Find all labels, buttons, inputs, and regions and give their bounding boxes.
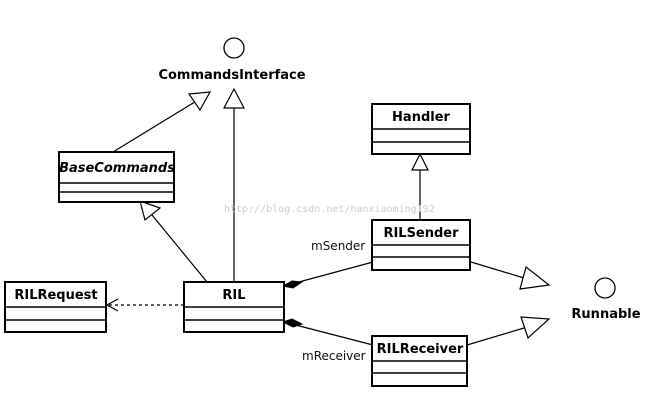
- runnable-circle-icon: [594, 277, 616, 299]
- rilsender-class: RILSender: [371, 219, 471, 271]
- rilreceiver-name: RILReceiver: [377, 342, 464, 357]
- rilrequest-name: RILRequest: [14, 288, 97, 303]
- basecommands-commandsinterface-line: [112, 99, 199, 153]
- sender-composition-diamond: [281, 280, 304, 289]
- basecommands-class: BaseCommands: [58, 151, 175, 203]
- commandsinterface-circle-icon: [223, 37, 245, 59]
- rilsender-realization-arrowhead: [519, 265, 551, 290]
- handler-name: Handler: [392, 110, 450, 125]
- ril-inheritance-arrowhead: [139, 200, 162, 222]
- rilsender-runnable-line: [470, 261, 525, 279]
- runnable-label: Runnable: [571, 307, 640, 322]
- ril-rilreceiver-composition-line: [283, 321, 374, 346]
- runnable-interface: Runnable: [571, 277, 641, 322]
- ril-realization-arrowhead: [223, 87, 245, 109]
- rilsender-inheritance-arrowhead: [411, 152, 429, 171]
- basecommands-realization-arrowhead: [187, 91, 212, 112]
- basecommands-box: [58, 151, 175, 203]
- rilreceiver-runnable-line: [466, 327, 525, 346]
- commandsinterface-interface: CommandsInterface: [158, 37, 306, 83]
- rilrequest-class: RILRequest: [4, 281, 107, 333]
- basecommands-name: BaseCommands: [59, 161, 175, 176]
- ril-class: RIL: [183, 281, 285, 333]
- rilreceiver-class: RILReceiver: [371, 335, 468, 387]
- handler-class: Handler: [371, 103, 471, 155]
- ril-basecommands-line: [151, 214, 208, 283]
- sender-role-label: mSender: [311, 239, 365, 253]
- receiver-role-label: mReceiver: [302, 349, 366, 363]
- commandsinterface-label: CommandsInterface: [158, 68, 305, 83]
- ril-name: RIL: [222, 288, 245, 303]
- rilsender-name: RILSender: [383, 226, 459, 241]
- receiver-composition-diamond: [281, 318, 304, 328]
- connectors: [105, 87, 551, 346]
- rilreceiver-realization-arrowhead: [520, 316, 551, 340]
- watermark-text: http://blog.csdn.net/hanxiaoming192: [224, 204, 435, 215]
